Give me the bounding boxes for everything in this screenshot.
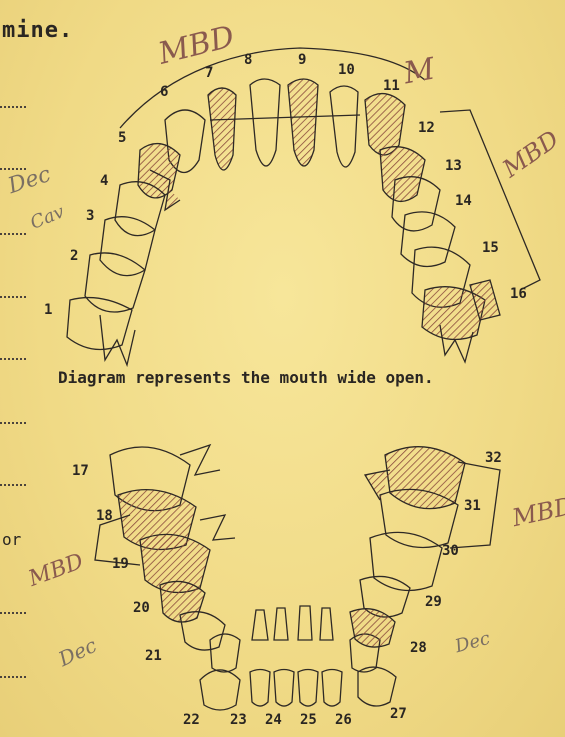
tooth-number: 2 (70, 248, 78, 264)
tooth-number: 3 (86, 208, 94, 224)
tooth-number: 7 (205, 65, 213, 81)
handwritten-m-note: M (401, 52, 437, 92)
tooth-number: 19 (112, 556, 129, 572)
tooth-number: 24 (265, 712, 282, 728)
tooth-number: 5 (118, 130, 126, 146)
tooth-number: 18 (96, 508, 113, 524)
tooth-number: 14 (455, 193, 472, 209)
tooth-number: 25 (300, 712, 317, 728)
tooth-number: 32 (485, 450, 502, 466)
tooth-number: 11 (383, 78, 400, 94)
tooth-number: 12 (418, 120, 435, 136)
tooth-number: 1 (44, 302, 52, 318)
tooth-number: 26 (335, 712, 352, 728)
tooth-number: 16 (510, 286, 527, 302)
tooth-number: 29 (425, 594, 442, 610)
tooth-number: 9 (298, 52, 306, 68)
tooth-number: 23 (230, 712, 247, 728)
tooth-number: 15 (482, 240, 499, 256)
tooth-number: 10 (338, 62, 355, 78)
tooth-number: 17 (72, 463, 89, 479)
tooth-number: 22 (183, 712, 200, 728)
tooth-number: 27 (390, 706, 407, 722)
tooth-number: 8 (244, 52, 252, 68)
tooth-number: 6 (160, 84, 168, 100)
tooth-number: 30 (442, 543, 459, 559)
diagram-caption: Diagram represents the mouth wide open. (58, 368, 434, 387)
tooth-number: 21 (145, 648, 162, 664)
upper-incisors (208, 79, 360, 170)
tooth-number: 13 (445, 158, 462, 174)
tooth-number: 28 (410, 640, 427, 656)
tooth-number: 4 (100, 173, 108, 189)
tooth-number: 31 (464, 498, 481, 514)
tooth-number: 20 (133, 600, 150, 616)
